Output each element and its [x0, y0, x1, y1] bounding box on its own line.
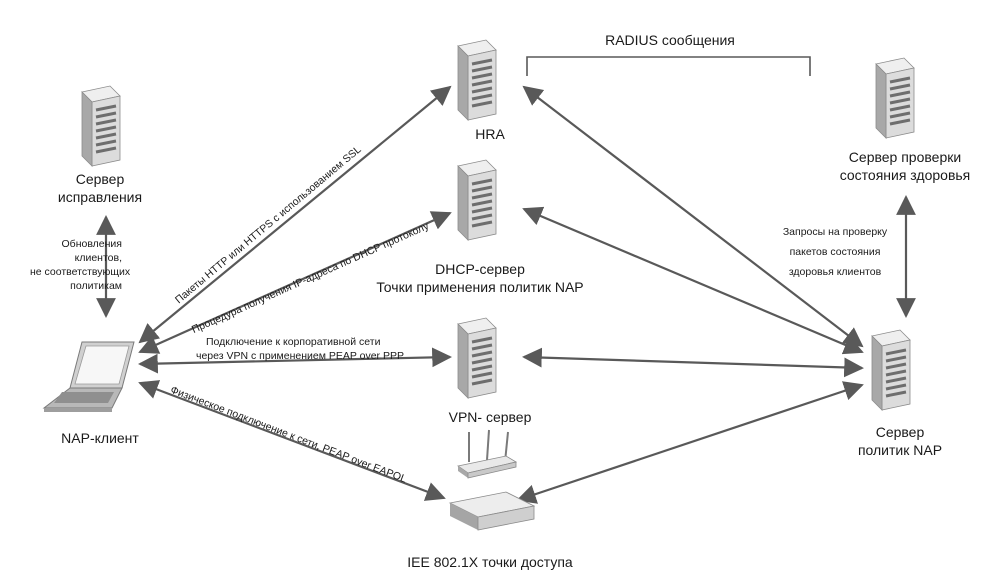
https-connection — [138, 85, 452, 344]
health-label-line2: состояния здоровья — [839, 167, 971, 183]
access-point-label: IEE 802.1X точки доступа — [407, 554, 573, 570]
updates-line1: Обновления — [61, 238, 122, 250]
health-label: Сервер проверки состояния здоровья — [820, 148, 990, 184]
health-label-line1: Сервер проверки — [848, 149, 962, 165]
switch-icon — [448, 491, 536, 531]
remediation-label-line1: Сервер — [75, 171, 125, 187]
health-requests-line1: Запросы на проверку — [782, 226, 888, 238]
hra-server-icon — [456, 38, 498, 122]
updates-line4: политикам — [70, 280, 122, 292]
hra-label: HRA — [475, 126, 505, 142]
remediation-label-line2: исправления — [57, 189, 143, 205]
dhcp-label-line1: DHCP-сервер — [435, 261, 525, 277]
vpn-connection-line2: через VPN с применением PEAP over PPP — [196, 350, 404, 362]
vpn-server-icon — [456, 316, 498, 400]
dhcp-label-line2: Точки применения политик NAP — [376, 279, 584, 295]
remediation-label: Сервер исправления — [30, 170, 170, 206]
dhcp-nps-connection — [522, 206, 864, 355]
hra-nps-connection — [522, 85, 864, 348]
dhcp-label: DHCP-сервер Точки применения политик NAP — [370, 260, 590, 296]
dhcp-server-icon — [456, 158, 498, 242]
physical-connection — [138, 380, 446, 501]
vpn-connection — [138, 347, 452, 374]
wireless-router-icon — [457, 429, 518, 479]
dhcp-connection — [138, 211, 452, 354]
health-requests-line2: пакетов состояния — [789, 246, 881, 258]
updates-line2: клиентов, — [74, 252, 122, 264]
health-server-icon — [874, 56, 916, 140]
vpn-label: VPN- сервер — [448, 409, 532, 425]
radius-label: RADIUS сообщения — [605, 32, 735, 48]
updates-line3: не соответствующих — [30, 266, 131, 278]
updates-label: Обновления клиентов, не соответствующих … — [30, 237, 131, 293]
nps-label: Сервер политик NAP — [830, 423, 970, 459]
health-requests-label: Запросы на проверку пакетов состояния зд… — [776, 222, 894, 282]
remediation-server-icon — [80, 84, 122, 168]
radius-bracket — [526, 56, 811, 76]
health-requests-line3: здоровья клиентов — [788, 266, 882, 278]
nps-label-line2: политик NAP — [857, 442, 943, 458]
vpn-connection-label: Подключение к корпоративной сети через V… — [196, 335, 404, 363]
ap-nps-connection — [516, 381, 864, 504]
laptop-icon — [42, 341, 135, 412]
vpn-connection-line1: Подключение к корпоративной сети — [206, 336, 381, 348]
client-label: NAP-клиент — [61, 430, 139, 446]
nps-server-icon — [870, 328, 912, 412]
nps-label-line1: Сервер — [875, 424, 925, 440]
vpn-nps-connection — [522, 347, 864, 378]
